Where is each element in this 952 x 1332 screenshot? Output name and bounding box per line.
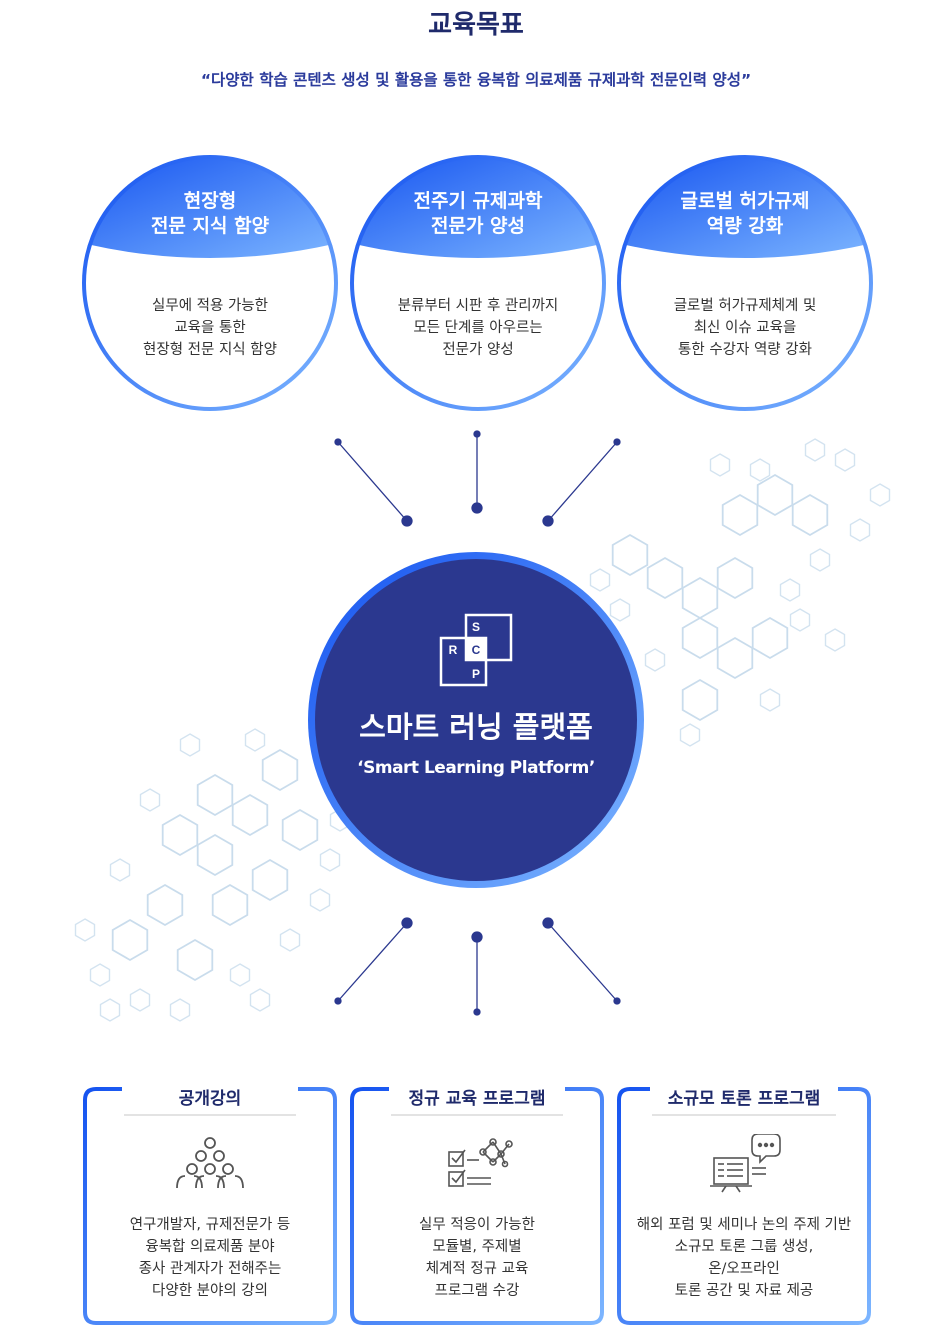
goal-title-line1: 전주기 규제과학 [413, 190, 543, 212]
goal-desc-line2: 교육을 통한 [174, 320, 246, 336]
logo-letter-p: P [472, 667, 480, 681]
program-title: 소규모 토론 프로그램 [667, 1089, 821, 1109]
program-box-small-discussion: 소규모 토론 프로그램 해외 포럼 및 세미나 논의 주제 기반 소규모 토론 … [616, 1086, 872, 1326]
goal-desc-line1: 분류부터 시판 후 관리까지 [397, 298, 559, 314]
program-desc-line1: 실무 적응이 가능한 [419, 1217, 535, 1233]
program-desc-line2: 융복합 의료제품 분야 [145, 1239, 275, 1255]
program-desc-line4: 다양한 분야의 강의 [152, 1283, 268, 1299]
goal-title-line2: 역량 강화 [706, 215, 784, 237]
program-title: 공개강의 [178, 1089, 242, 1109]
program-desc-line4: 프로그램 수강 [434, 1283, 520, 1299]
goal-circle-lifecycle-experts: 전주기 규제과학 전문가 양성 분류부터 시판 후 관리까지 모든 단계를 아우… [350, 155, 606, 411]
goal-title-line2: 전문가 양성 [430, 215, 525, 237]
logo-letter-s: S [472, 620, 480, 634]
goal-desc-line1: 글로벌 허가규제체계 및 [673, 298, 817, 314]
page-title: 교육목표 [428, 10, 524, 40]
goal-title-line1: 현장형 [183, 190, 237, 212]
hub-title: 스마트 러닝 플랫폼 [359, 710, 593, 744]
program-desc-line1: 해외 포럼 및 세미나 논의 주제 기반 [636, 1217, 852, 1233]
hub-circle [308, 552, 644, 888]
goal-title-line1: 글로벌 허가규제 [680, 190, 810, 212]
srcp-logo: S R C P [439, 613, 513, 687]
checklist-network-icon [448, 1138, 513, 1187]
goal-desc-line2: 최신 이슈 교육을 [693, 320, 797, 336]
goal-desc-line3: 현장형 전문 지식 함양 [143, 342, 277, 358]
goal-title-line2: 전문 지식 함양 [150, 215, 270, 237]
discussion-board-icon [710, 1134, 781, 1193]
goal-circle-field-expertise: 현장형 전문 지식 함양 실무에 적용 가능한 교육을 통한 현장형 전문 지식… [82, 155, 338, 411]
program-desc-line4: 토론 공간 및 자료 제공 [674, 1283, 814, 1299]
logo-letter-r: R [449, 643, 458, 657]
program-desc-line3: 온/오프라인 [708, 1261, 780, 1277]
program-box-regular-education: 정규 교육 프로그램 실무 적응이 가능한 모듈별, 주제별 체계적 정규 교육… [349, 1086, 605, 1326]
hub-subtitle: ‘Smart Learning Platform’ [357, 758, 595, 778]
program-desc-line2: 모듈별, 주제별 [432, 1239, 522, 1255]
goal-desc-line2: 모든 단계를 아우르는 [413, 320, 543, 336]
program-title: 정규 교육 프로그램 [408, 1089, 546, 1109]
goal-desc-line3: 전문가 양성 [442, 342, 514, 358]
logo-letter-c: C [472, 643, 481, 657]
page-subtitle: “다양한 학습 콘텐츠 생성 및 활용을 통한 융복합 의료제품 규제과학 전문… [200, 71, 752, 89]
program-desc-line1: 연구개발자, 규제전문가 등 [129, 1217, 291, 1233]
goal-desc-line3: 통한 수강자 역량 강화 [678, 342, 812, 358]
people-pyramid-icon [176, 1137, 244, 1189]
goal-desc-line1: 실무에 적용 가능한 [152, 298, 268, 314]
program-desc-line2: 소규모 토론 그룹 생성, [674, 1239, 814, 1255]
program-desc-line3: 종사 관계자가 전해주는 [138, 1261, 282, 1277]
program-desc-line3: 체계적 정규 교육 [425, 1261, 529, 1277]
goal-circle-global-regulation: 글로벌 허가규제 역량 강화 글로벌 허가규제체계 및 최신 이슈 교육을 통한… [617, 155, 873, 411]
program-box-open-lecture: 공개강의 연구개발자, 규제전문가 등 융복합 의료제품 분야 종사 관계자가 … [82, 1086, 338, 1326]
